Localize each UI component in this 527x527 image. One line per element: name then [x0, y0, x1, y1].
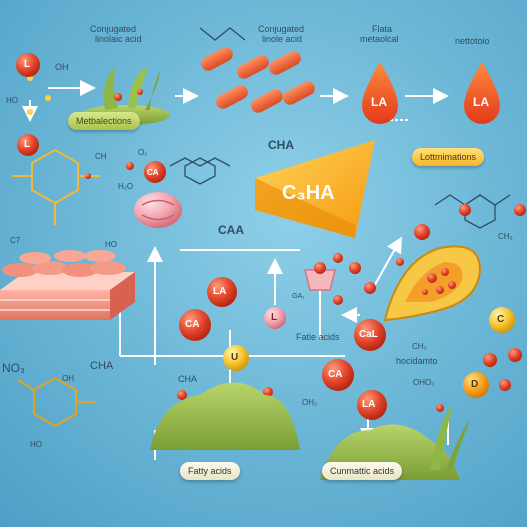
node-label-l: L [271, 312, 278, 323]
label-c7: C7 [10, 236, 21, 245]
label-ch3-mid: CH₃ [412, 342, 427, 351]
node-label-ca: CA [185, 319, 200, 330]
drop-la-2 [464, 62, 500, 124]
node-label-cal: CaL [359, 329, 378, 340]
organ-yellow [383, 245, 482, 322]
label-linolaic-1: linolaic acid [95, 34, 142, 44]
label-nettotoio: nettotoio [455, 36, 490, 46]
label-flata: Flata [372, 24, 393, 34]
metabolism-pill: Metbalections [68, 112, 140, 130]
drop-la-1 [362, 62, 398, 124]
label-oh-small: OH [62, 374, 74, 383]
node-label-la-2: LA [362, 399, 376, 410]
label-ho-top: HO [6, 96, 18, 105]
chain-molecule-right [434, 194, 511, 229]
label-ga: GA₁ [292, 293, 305, 300]
capsules-top [201, 47, 315, 113]
label-cha-left: CHA [90, 360, 114, 372]
leaf-patch-bottom-left [150, 382, 300, 450]
node-label-top-l: L [24, 59, 31, 70]
label-no3: NO₃ [2, 361, 25, 375]
label-hocidamto: hocidamto [396, 356, 438, 366]
label-ch-small: CH [95, 152, 107, 161]
fatty-acids-pill: Fatty acids [180, 462, 240, 480]
label-cha-mid: CHA [178, 374, 198, 384]
label-fatie-acids: Fatie acids [296, 332, 340, 342]
tissue-block [0, 250, 135, 320]
label-oh2-mid: OH₂ [302, 398, 318, 407]
label-conjugated-2: Conjugated [258, 24, 305, 34]
node-label-drop-2: LA [473, 95, 489, 109]
node-label-la: LA [213, 286, 227, 297]
label-o2: O₂ [138, 148, 148, 157]
node-label-ca-2: CA [328, 369, 343, 380]
pink-organ [134, 192, 182, 228]
node-circles [16, 53, 515, 420]
node-label-c: C [497, 314, 505, 325]
cha-block-label: C₃HA [282, 182, 335, 204]
node-label-drop-1: LA [371, 95, 387, 109]
node-label-d: D [471, 379, 479, 390]
cup-icon [304, 262, 336, 291]
label-linole-2: linole acid [262, 34, 303, 44]
label-ho-small: HO [105, 240, 117, 249]
inflammation-pill: Lottmimations [412, 148, 485, 166]
benzene-ring-left [12, 148, 100, 225]
node-label-u: U [231, 352, 239, 363]
label-oho3: OHO₃ [413, 378, 435, 387]
label-h2o: H₂O [118, 182, 134, 191]
label-oh-top: OH [55, 62, 69, 72]
label-metaolcal: metaolcal [360, 34, 399, 44]
chain-molecule-top [169, 27, 246, 185]
cunmattic-acids-pill: Cunmattic acids [322, 462, 403, 480]
label-conjugated-1: Conjugated [90, 24, 137, 34]
benzene-ring-bottom [17, 376, 96, 428]
cha-block [255, 140, 375, 238]
label-ho-h: HO [30, 440, 42, 449]
label-ch3-right: CH₃ [498, 232, 513, 241]
label-cha-top: CHA [268, 138, 294, 152]
node-label-ca-small: CA [147, 168, 159, 177]
node-label-l-mid: L [24, 139, 31, 150]
label-caa: CAA [218, 223, 244, 237]
